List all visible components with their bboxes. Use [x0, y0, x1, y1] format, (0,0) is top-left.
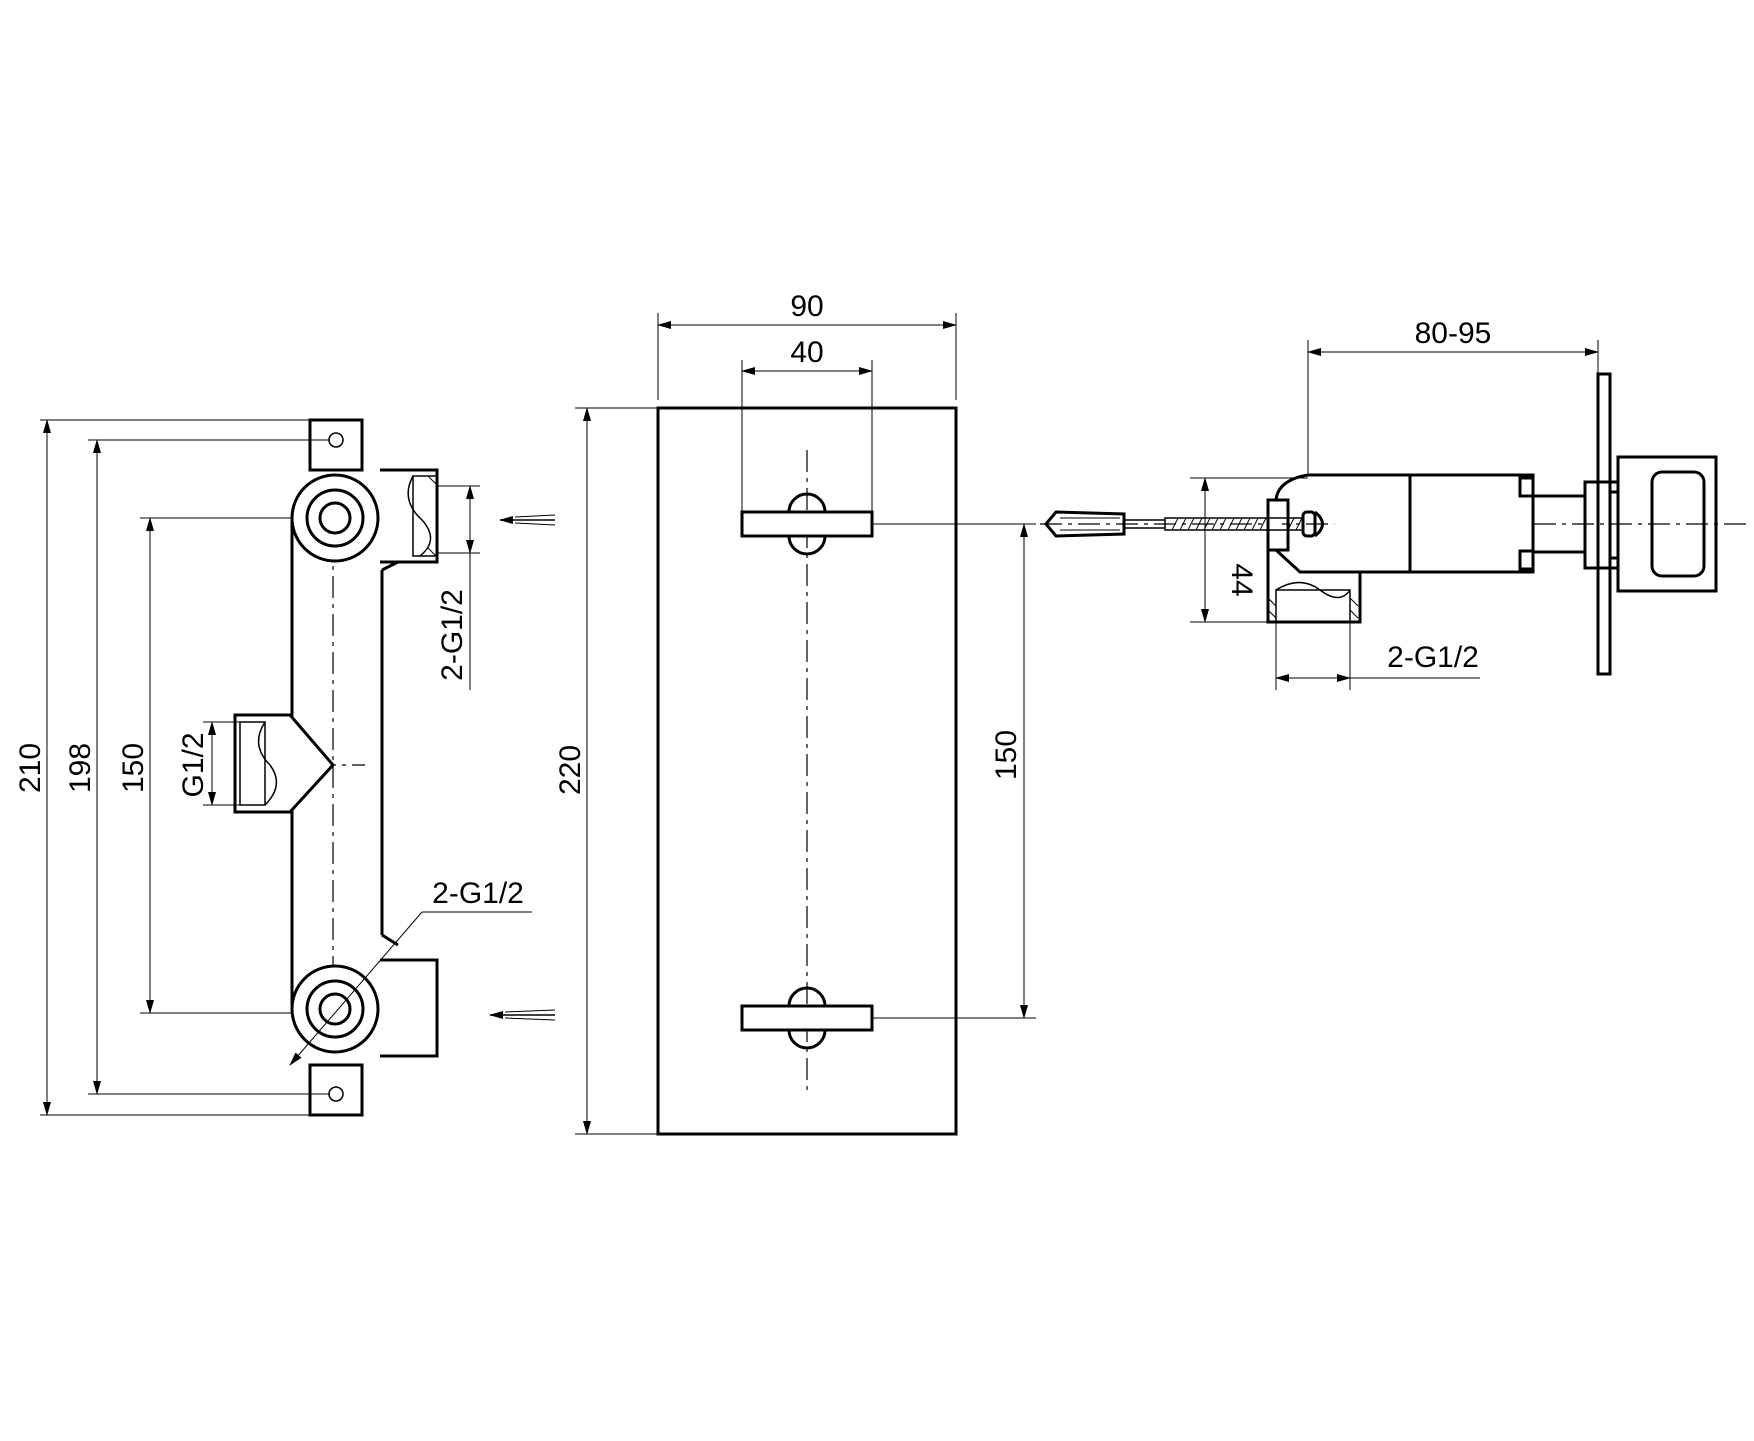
dim-90-label: 90 — [790, 290, 823, 323]
side-cartridge — [1308, 473, 1535, 574]
middle-outlet — [233, 713, 336, 814]
wall-anchor — [1044, 510, 1165, 538]
top-mount-hole — [328, 432, 344, 448]
cover-plate — [656, 406, 958, 1136]
bottom-valve-outer — [290, 964, 380, 1054]
dim-44-label: 44 — [1225, 563, 1258, 596]
dim-150-body-label: 150 — [117, 743, 150, 793]
top-thread-label: 2-G1/2 — [436, 589, 469, 681]
dim-210-label: 210 — [14, 743, 47, 793]
side-view: 80-95 44 2-G1/2 — [1040, 317, 1750, 690]
bottom-flow-arrow — [489, 1009, 556, 1021]
top-flow-arrow — [499, 514, 556, 526]
dim-80-95-label: 80-95 — [1415, 317, 1492, 350]
top-valve-bore — [318, 501, 352, 535]
top-mounting-tab — [308, 418, 364, 472]
body-view: 210 198 150 2-G1/2 G1/2 2-G1/2 — [14, 418, 556, 1117]
dim-198-label: 198 — [64, 743, 97, 793]
top-valve-outer — [290, 473, 380, 563]
bottom-mount-hole — [328, 1086, 344, 1102]
bottom-thread-label: 2-G1/2 — [432, 877, 524, 910]
side-thread-label: 2-G1/2 — [1387, 641, 1479, 674]
front-view: 90 40 220 150 — [554, 290, 1036, 1136]
dim-150-front-label: 150 — [990, 730, 1023, 780]
middle-thread-label: G1/2 — [177, 732, 210, 797]
bottom-handle — [740, 986, 874, 1050]
bottom-valve-bore — [318, 992, 352, 1026]
threaded-rod — [1164, 510, 1324, 538]
bottom-mounting-tab — [308, 1063, 364, 1117]
dim-220-label: 220 — [554, 745, 587, 795]
top-handle — [740, 492, 874, 556]
bottom-inlet-boss — [380, 958, 439, 1058]
dim-40-label: 40 — [790, 336, 823, 369]
